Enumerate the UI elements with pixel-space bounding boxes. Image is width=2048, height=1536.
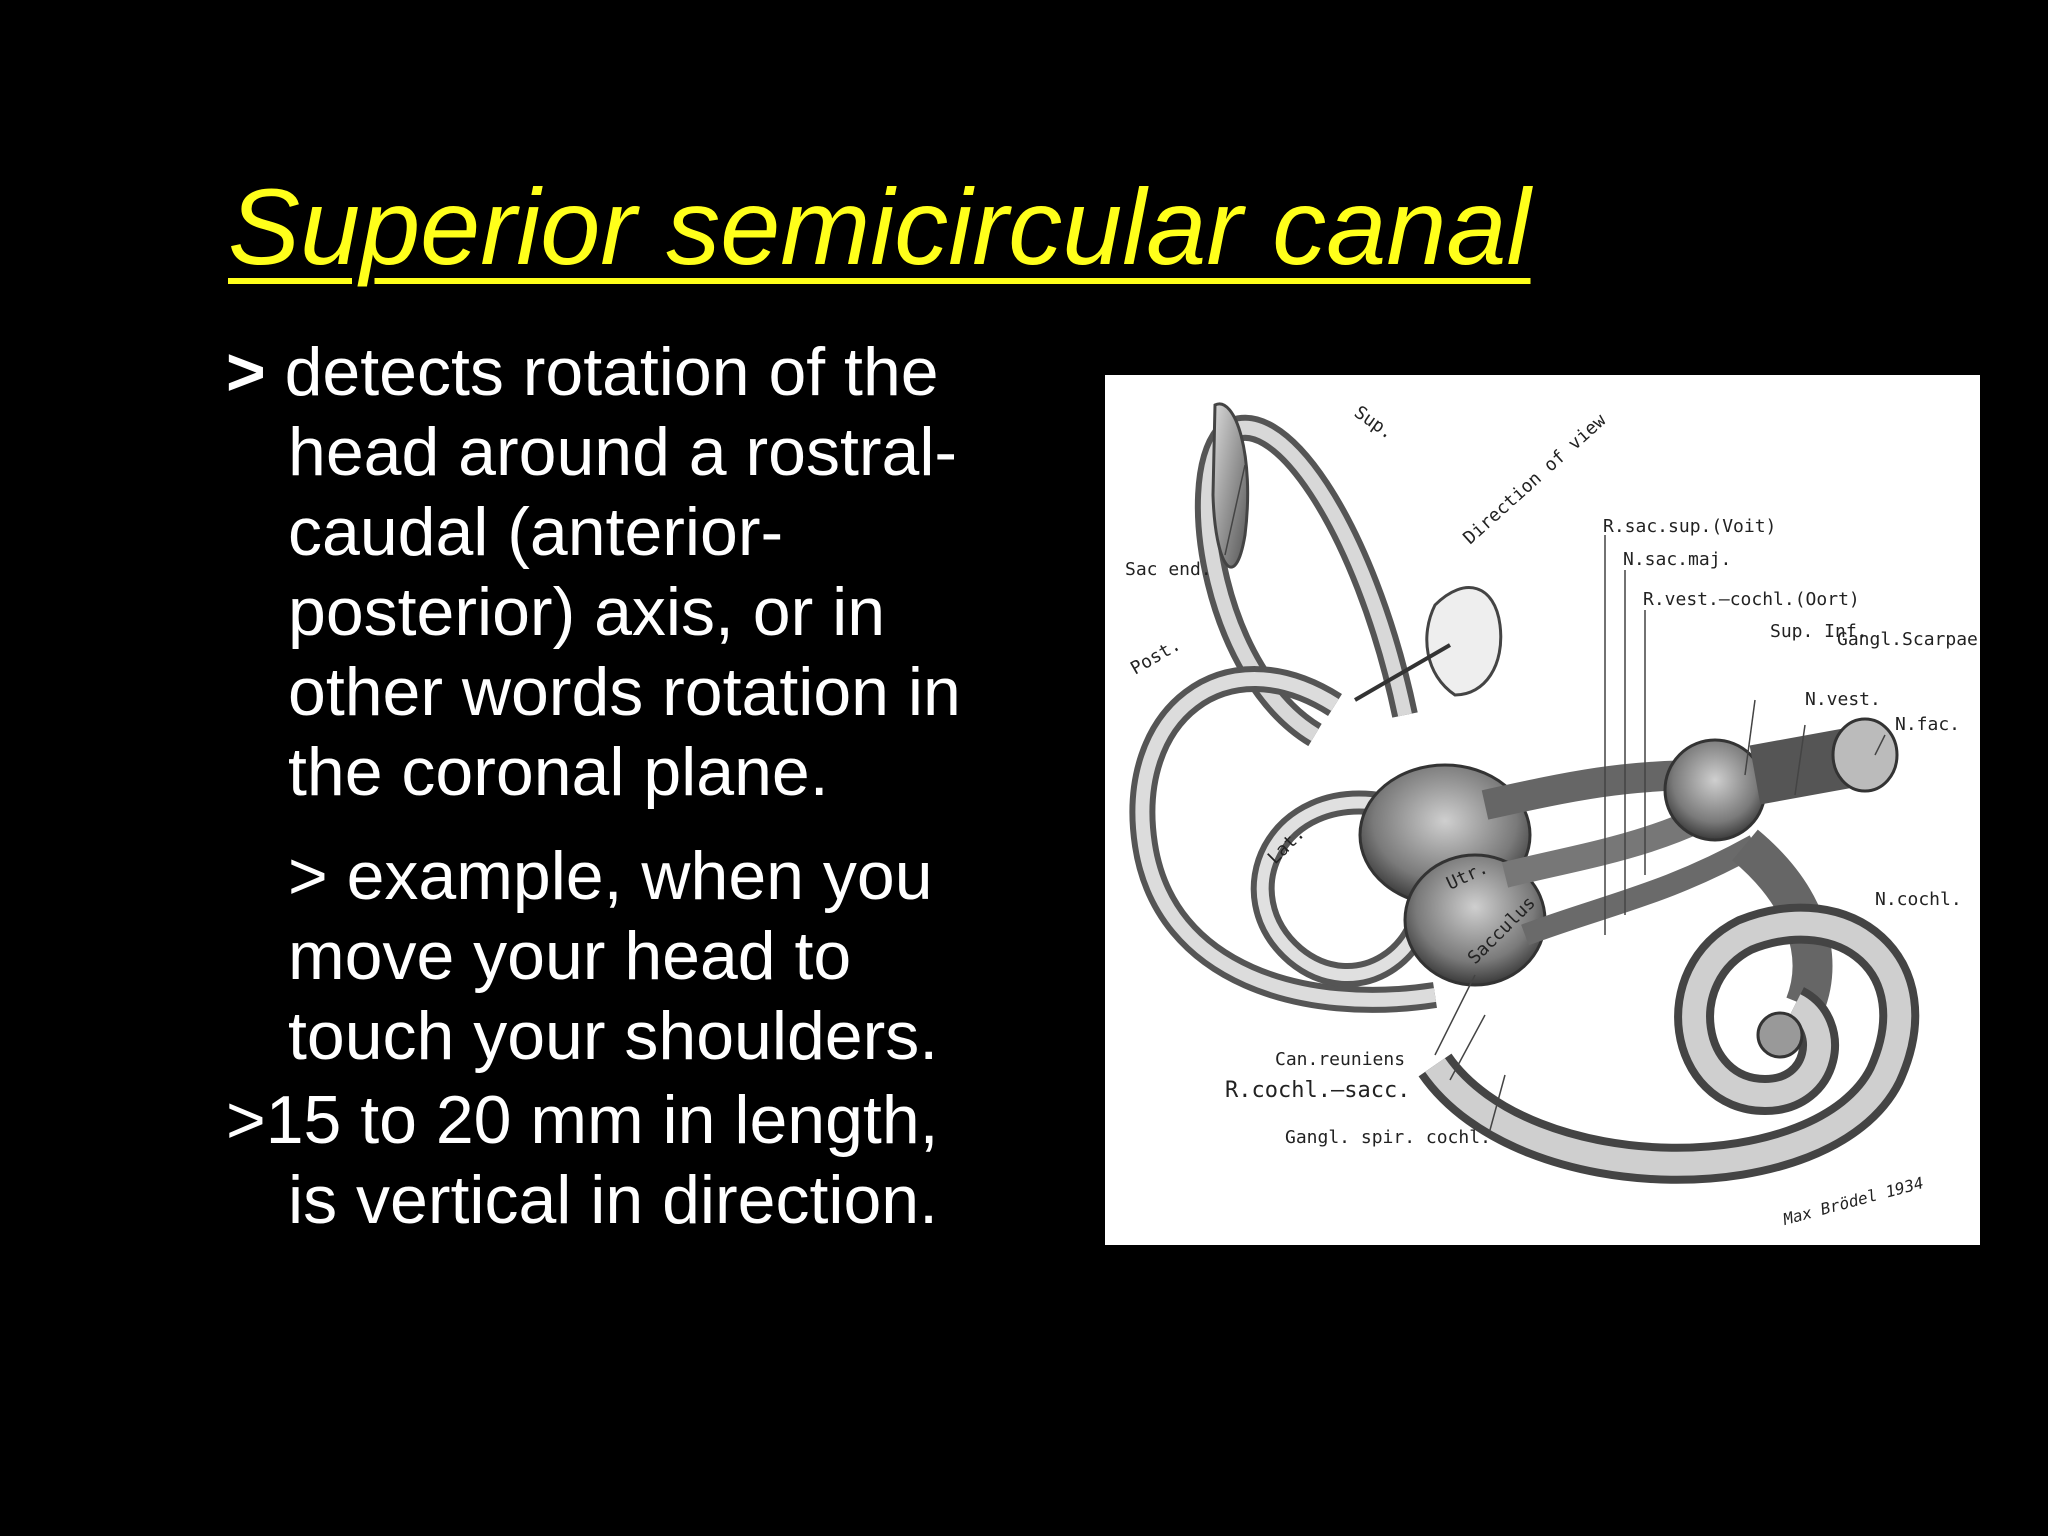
- label-can-reuniens: Can.reuniens: [1275, 1049, 1405, 1070]
- slide-title: Superior semicircular canal: [228, 166, 1531, 287]
- bullet-line: detects rotation of the: [265, 334, 939, 410]
- scarpa-ganglion: [1663, 738, 1767, 842]
- label-gangl-scarpae: Gangl.Scarpae: [1837, 629, 1978, 650]
- label-n-fac: N.fac.: [1895, 714, 1960, 735]
- bullet-line: the coronal plane.: [288, 734, 829, 810]
- label-r-cochl-sacc: R.cochl.–sacc.: [1225, 1078, 1410, 1103]
- label-sup-inf: Sup. Inf.: [1770, 621, 1868, 642]
- label-gangl-spir: Gangl. spir. cochl.: [1285, 1127, 1491, 1148]
- bullet-line: touch your shoulders.: [288, 998, 939, 1074]
- label-n-sac-maj: N.sac.maj.: [1623, 549, 1731, 570]
- bullet-example: > example, when you move your head to to…: [226, 836, 1076, 1076]
- inner-ear-illustration: Sup. Direction of view Sac end. Post. La…: [1105, 375, 1980, 1245]
- label-r-sac-sup: R.sac.sup.(Voit): [1603, 516, 1776, 537]
- bullet-rotation: > detects rotation of the head around a …: [226, 332, 1076, 812]
- label-n-vest: N.vest.: [1805, 689, 1881, 710]
- bullet-line: posterior) axis, or in: [288, 574, 886, 650]
- bullet-line: > example, when you: [288, 838, 933, 914]
- bullet-line: caudal (anterior-: [288, 494, 784, 570]
- label-sac-end: Sac end.: [1125, 559, 1212, 580]
- bullet-line: >15 to 20 mm in length,: [226, 1082, 939, 1158]
- direction-arrow: [1353, 643, 1452, 702]
- label-sup: Sup.: [1350, 402, 1398, 444]
- bullet-marker: >: [226, 334, 266, 410]
- bullet-line: head around a rostral-: [288, 414, 958, 490]
- label-post: Post.: [1127, 634, 1184, 679]
- label-n-cochl: N.cochl.: [1875, 889, 1962, 910]
- bullet-length: >15 to 20 mm in length, is vertical in d…: [226, 1080, 1076, 1240]
- head-figure: [1425, 586, 1503, 697]
- endolymphatic-sac: [1211, 402, 1250, 569]
- bullet-line: is vertical in direction.: [288, 1162, 939, 1238]
- label-direction: Direction of view: [1459, 410, 1610, 549]
- bullet-line: move your head to: [288, 918, 852, 994]
- inner-ear-drawing: Sup. Direction of view Sac end. Post. La…: [1125, 402, 1978, 1229]
- label-r-vest-cochl: R.vest.–cochl.(Oort): [1643, 589, 1860, 610]
- bullet-line: other words rotation in: [288, 654, 961, 730]
- slide-body: > detects rotation of the head around a …: [226, 332, 1076, 1240]
- signature: Max Brödel 1934: [1780, 1173, 1925, 1229]
